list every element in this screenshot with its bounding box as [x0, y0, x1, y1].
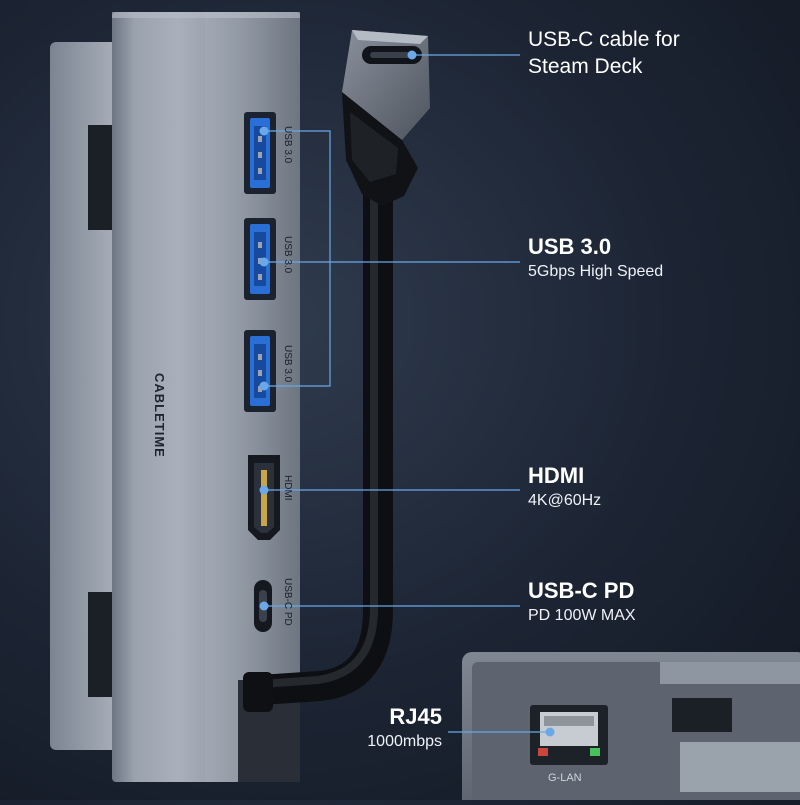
callout-hdmi: HDMI 4K@60Hz: [528, 463, 601, 513]
port-label-lan: G-LAN: [548, 772, 582, 784]
callout-usbc-pd-subtitle: PD 100W MAX: [528, 607, 636, 624]
callout-usbc-pd-title: USB-C PD: [528, 578, 635, 603]
usb-a-port-3: [244, 330, 276, 412]
callout-rj45-subtitle: 1000mbps: [367, 733, 442, 750]
callout-usb3: USB 3.0 5Gbps High Speed: [528, 234, 663, 284]
callout-hdmi-title: HDMI: [528, 463, 585, 488]
callout-rj45-title: RJ45: [389, 704, 442, 729]
hdmi-port: [248, 455, 280, 540]
callout-cable-line2: Steam Deck: [528, 55, 643, 78]
callout-usbc-pd: USB-C PD PD 100W MAX: [528, 578, 636, 628]
callout-usb3-subtitle: 5Gbps High Speed: [528, 263, 664, 280]
port-label-usb-1: USB 3.0: [282, 126, 293, 164]
usb-a-port-1: [244, 112, 276, 194]
port-label-usb-c: USB-C PD: [282, 578, 293, 626]
callout-rj45: RJ45 1000mbps: [352, 704, 442, 754]
brand-logo-text: CABLETIME: [152, 372, 167, 458]
usb-c-cable: [243, 160, 393, 712]
usb-c-connector-head: [342, 30, 430, 206]
callout-dots: [259, 50, 555, 737]
hub-back-plate: [50, 42, 120, 750]
callout-hdmi-subtitle: 4K@60Hz: [528, 492, 602, 509]
port-label-usb-3: USB 3.0: [282, 345, 293, 383]
callout-cable-line1: USB-C cable for: [528, 28, 680, 51]
callout-lines: [264, 54, 550, 733]
port-label-hdmi: HDMI: [282, 475, 293, 501]
usb-a-port-2: [244, 218, 276, 300]
rj45-inset: [462, 652, 800, 805]
callout-cable: USB-C cable for Steam Deck: [528, 26, 680, 80]
callout-usb3-title: USB 3.0: [528, 234, 612, 259]
port-label-usb-2: USB 3.0: [282, 236, 293, 274]
callout-bracket-usb3: [264, 130, 331, 387]
